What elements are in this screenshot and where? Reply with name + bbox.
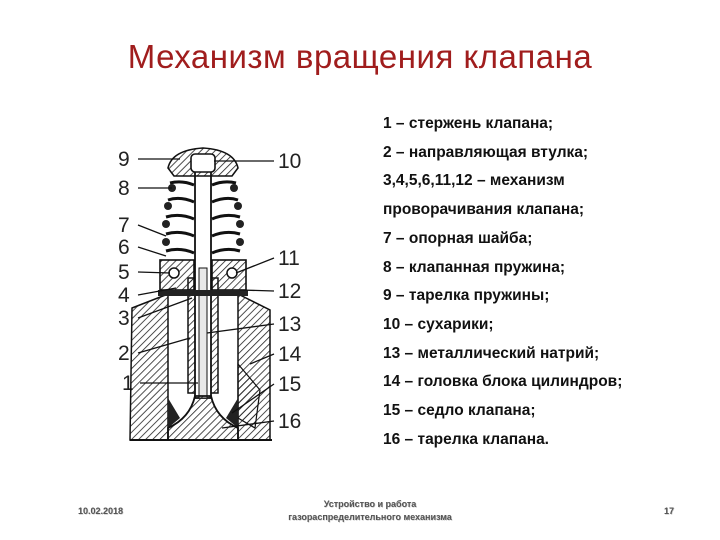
legend-item: 13 – металлический натрий; [383,344,600,362]
label-11: 11 [278,247,300,270]
footer-date: 10.02.2018 [78,506,124,516]
legend-item: 7 – опорная шайба; [383,229,533,247]
footer-course-line1: Устройство и работа [323,499,417,509]
label-7: 7 [118,214,130,237]
legend-item: 16 – тарелка клапана. [383,430,549,448]
sodium-cavity [198,267,208,399]
legend-item: 1 – стержень клапана; [383,115,554,132]
legend-item: 8 – клапанная пружина; [383,258,566,276]
label-15: 15 [278,373,301,396]
footer-course-line2: газораспределительного механизма [288,512,452,522]
label-16: 16 [278,410,301,433]
footer-course-title: Устройство и работа газораспределительно… [260,498,480,524]
valve-spring [165,180,241,255]
label-13: 13 [278,313,301,336]
legend-item: 10 – сухарики; [383,315,494,333]
label-12: 12 [278,280,301,303]
label-2: 2 [118,342,130,365]
legend-item: проворачивания клапана; [383,201,585,219]
legend-item: 15 – седло клапана; [383,402,536,420]
label-8: 8 [118,177,130,200]
legend-item: 9 – тарелка пружины; [383,287,550,305]
valve-rotation-diagram: 9 8 7 6 5 4 3 2 1 10 11 12 13 14 15 16 [118,147,302,441]
label-3: 3 [118,307,130,330]
label-4: 4 [118,284,130,307]
spring-coil-sections [162,184,244,246]
label-5: 5 [118,261,130,284]
label-9: 9 [118,148,130,171]
label-6: 6 [118,236,130,259]
label-1: 1 [122,372,134,395]
slide-title: Механизм вращения клапана [127,38,593,75]
legend-item: 2 – направляющая втулка; [383,143,589,161]
label-10: 10 [278,150,301,173]
legend-item: 14 – головка блока цилиндров; [383,373,623,391]
leader-lines-left [137,158,198,384]
footer-page-number: 17 [664,506,675,516]
leader-lines-right [206,160,275,429]
parts-legend: 1 – стержень клапана; 2 – направляющая в… [383,110,713,454]
rotation-mechanism [158,259,248,296]
legend-item: 3,4,5,6,11,12 – механизм [383,172,565,190]
label-14: 14 [278,343,302,366]
valve-collets [190,153,216,173]
